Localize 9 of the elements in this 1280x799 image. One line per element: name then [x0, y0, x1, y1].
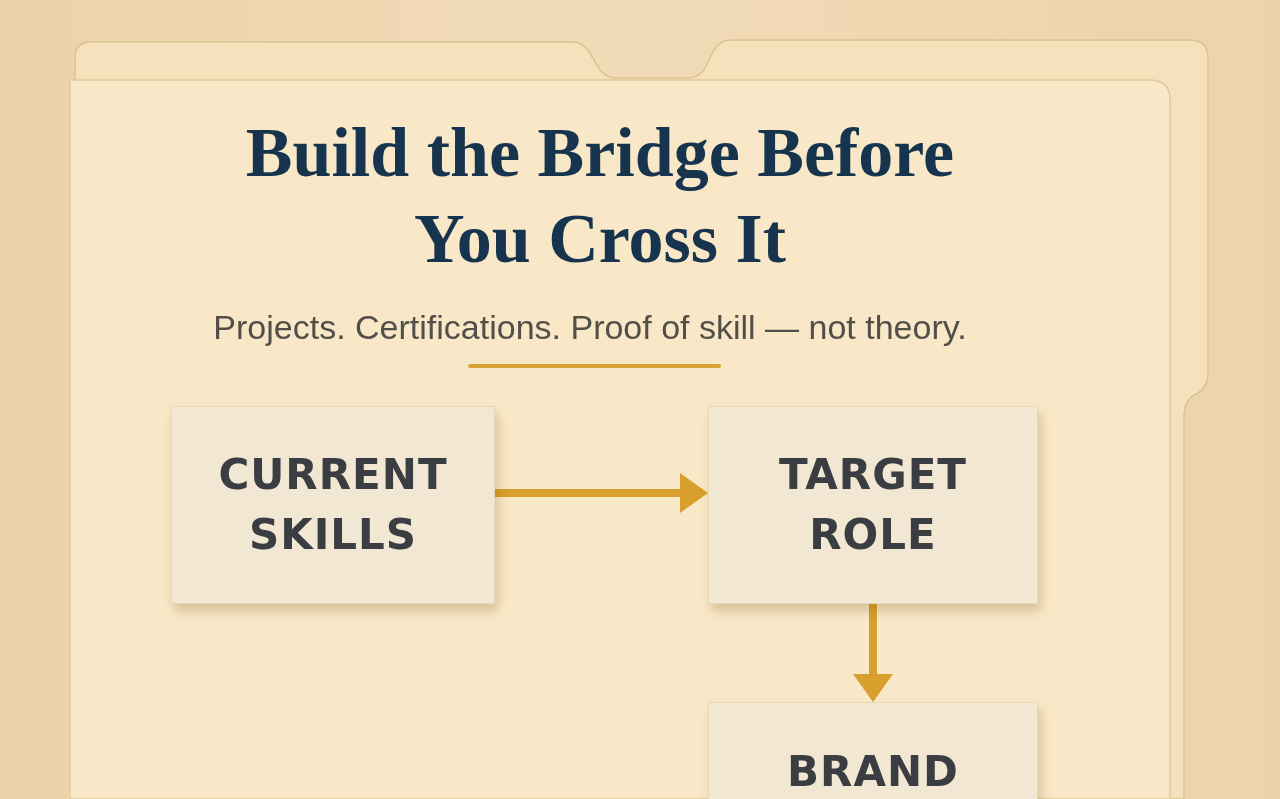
card-label: TARGET ROLE: [777, 449, 969, 561]
card-label: CURRENT SKILLS: [217, 449, 449, 561]
note-card: [171, 406, 495, 604]
arrow: [853, 604, 893, 702]
note-card: [708, 406, 1038, 604]
title-heading: Build the Bridge Before You Cross It: [244, 113, 956, 279]
subtitle-text: Projects. Certifications. Proof of skill — not theory.: [212, 307, 968, 348]
card-label: BRAND: [787, 746, 959, 798]
arrow: [495, 473, 708, 513]
